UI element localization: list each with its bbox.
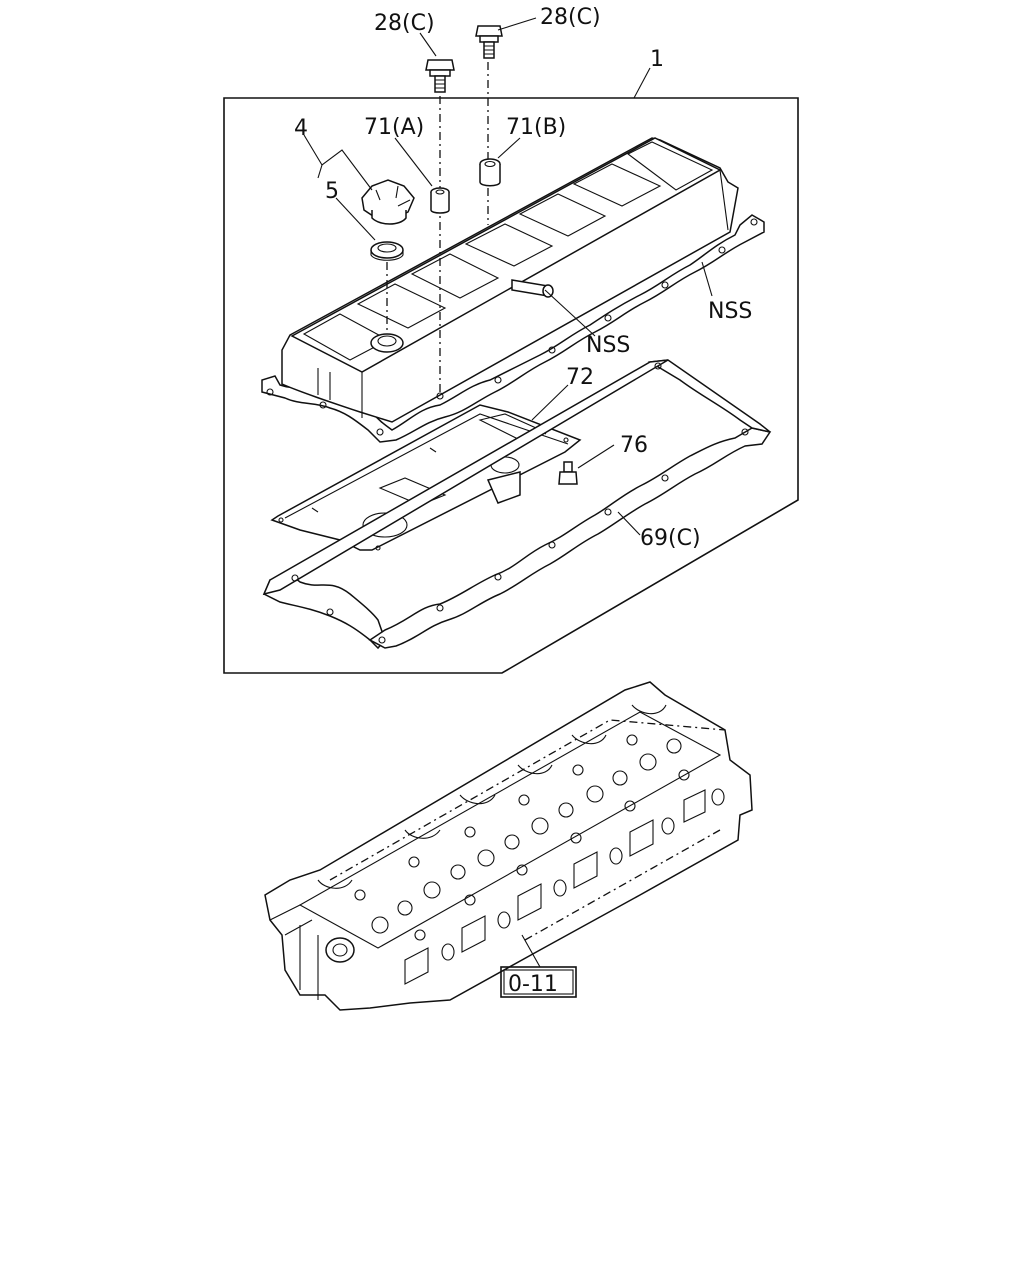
leader-reference	[521, 934, 541, 968]
leader-nss-right	[701, 261, 713, 297]
leader-gasket	[617, 511, 641, 536]
filler-cap	[361, 179, 415, 225]
bolt-left	[425, 59, 455, 93]
leader-grommet-a	[394, 137, 433, 187]
label-seal: 5	[325, 179, 339, 204]
assembly-box	[223, 97, 799, 674]
baffle-plate	[270, 404, 582, 551]
leader-grommet-b	[497, 137, 521, 159]
label-nss-center: NSS	[586, 333, 630, 358]
leader-bolt-right	[497, 17, 537, 31]
label-grommet-b: 71(B)	[506, 115, 566, 140]
label-nss-right: NSS	[708, 299, 752, 324]
label-bolt-right: 28(C)	[540, 5, 601, 30]
gasket	[262, 359, 772, 650]
leader-bolt-left	[419, 32, 437, 57]
label-gasket: 69(C)	[640, 526, 701, 551]
label-plate: 72	[566, 365, 594, 390]
reference-box-inner	[503, 969, 574, 995]
label-reference: 0-11	[508, 972, 558, 997]
seal-ring	[370, 241, 404, 261]
grommet-a	[430, 187, 450, 214]
leader-cap-seal	[303, 134, 373, 191]
leader-plate	[531, 384, 569, 421]
label-grommet-a: 71(A)	[364, 115, 424, 140]
label-bolt-left: 28(C)	[374, 11, 435, 36]
bolt-right	[475, 25, 503, 59]
leader-assembly	[633, 67, 651, 99]
cylinder-head	[264, 681, 753, 1011]
label-bolt-small: 76	[620, 433, 648, 458]
label-assembly: 1	[650, 47, 664, 72]
valve-cover	[261, 137, 765, 443]
leader-seal	[335, 197, 376, 241]
grommet-b	[479, 158, 501, 187]
bolt-small	[558, 461, 578, 485]
reference-box	[500, 966, 577, 998]
leader-nss-center	[544, 289, 596, 337]
leader-bolt-small	[577, 444, 615, 469]
leader-cap-group	[317, 164, 323, 179]
label-cap: 4	[294, 116, 308, 141]
